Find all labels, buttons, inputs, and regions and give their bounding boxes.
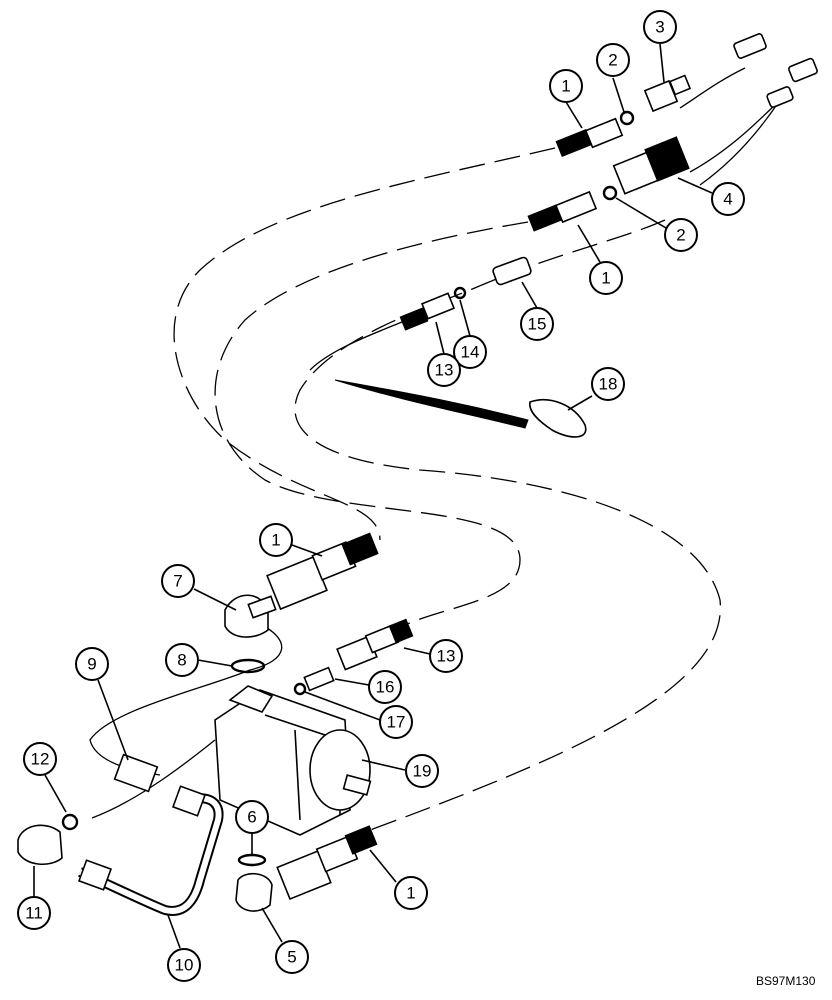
svg-text:2: 2 <box>676 226 685 245</box>
fitting-16 <box>303 666 335 692</box>
svg-text:4: 4 <box>723 190 732 209</box>
svg-text:12: 12 <box>31 750 50 769</box>
svg-text:18: 18 <box>599 375 618 394</box>
callout-1-bottom: 1 <box>394 876 428 910</box>
callout-9: 9 <box>75 647 109 681</box>
callout-4: 4 <box>711 182 745 216</box>
fitting-pump-1 <box>266 532 379 611</box>
callout-6: 6 <box>235 800 269 834</box>
hose-line <box>699 99 781 186</box>
svg-text:3: 3 <box>655 18 664 37</box>
callout-1-top: 1 <box>549 69 583 103</box>
fitting-top-1 <box>555 117 624 158</box>
o-ring-2-top <box>619 110 635 126</box>
fitting-3 <box>643 74 692 113</box>
svg-text:6: 6 <box>247 808 256 827</box>
svg-text:11: 11 <box>25 904 43 923</box>
fitting-bottom-1 <box>276 825 378 901</box>
elbow-7 <box>224 594 277 638</box>
hose-line <box>214 221 529 626</box>
fitting-13-top <box>399 292 456 331</box>
svg-text:19: 19 <box>413 762 432 781</box>
callout-16: 16 <box>368 670 402 704</box>
leader-lines <box>33 43 713 949</box>
svg-text:7: 7 <box>173 572 182 591</box>
svg-text:10: 10 <box>175 956 194 975</box>
callout-1-mid: 1 <box>589 261 623 295</box>
drawing-code: BS97M130 <box>756 974 816 988</box>
svg-text:1: 1 <box>561 77 570 96</box>
svg-text:1: 1 <box>271 531 280 550</box>
callout-10: 10 <box>167 948 201 982</box>
callout-19: 19 <box>405 754 439 788</box>
callout-1-pump: 1 <box>259 523 293 557</box>
callout-13-top: 13 <box>427 353 461 387</box>
hose-line <box>294 219 721 831</box>
callout-11: 11 <box>17 896 51 930</box>
elbow-11 <box>17 824 63 865</box>
fitting-13-pump <box>336 618 414 671</box>
svg-text:13: 13 <box>435 361 454 380</box>
svg-text:13: 13 <box>437 647 456 666</box>
svg-text:17: 17 <box>387 713 406 732</box>
quick-coupler-4 <box>612 136 690 195</box>
svg-text:5: 5 <box>287 948 296 967</box>
callout-3: 3 <box>643 10 677 44</box>
cable-tie-18 <box>529 398 587 438</box>
svg-text:8: 8 <box>177 651 186 670</box>
hose-line <box>309 321 403 371</box>
callout-12: 12 <box>23 742 57 776</box>
hose-line <box>89 624 283 776</box>
callout-13-pump: 13 <box>429 639 463 673</box>
hose-line <box>173 147 556 541</box>
fitting-mid-1 <box>527 190 598 232</box>
hose-line <box>679 67 746 109</box>
plugs-top-right <box>733 33 818 108</box>
o-ring-2-mid <box>602 185 618 201</box>
pump-19 <box>214 685 372 836</box>
svg-text:15: 15 <box>528 315 547 334</box>
callout-7: 7 <box>161 564 195 598</box>
callout-8: 8 <box>165 643 199 677</box>
o-ring-12 <box>61 813 79 831</box>
o-ring-17 <box>293 682 307 696</box>
callout-18: 18 <box>591 367 625 401</box>
svg-text:1: 1 <box>601 269 610 288</box>
hose-line <box>91 739 216 819</box>
hose-lines <box>89 67 791 831</box>
callout-17: 17 <box>379 705 413 739</box>
svg-text:9: 9 <box>87 655 96 674</box>
fitting-9 <box>113 753 159 793</box>
callout-2-top: 2 <box>596 43 630 77</box>
cable-tie-arrow <box>334 379 529 429</box>
callout-14: 14 <box>453 335 487 369</box>
o-ring-14 <box>453 286 467 300</box>
svg-text:1: 1 <box>406 884 415 903</box>
o-ring-6 <box>237 853 267 867</box>
elbow-5 <box>235 872 273 912</box>
callout-5: 5 <box>275 940 309 974</box>
callout-2-mid: 2 <box>664 218 698 252</box>
tube-10 <box>77 785 224 916</box>
callout-15: 15 <box>520 307 554 341</box>
svg-text:2: 2 <box>608 51 617 70</box>
svg-text:16: 16 <box>376 678 395 697</box>
fitting-15 <box>492 256 532 286</box>
svg-text:14: 14 <box>461 343 480 362</box>
